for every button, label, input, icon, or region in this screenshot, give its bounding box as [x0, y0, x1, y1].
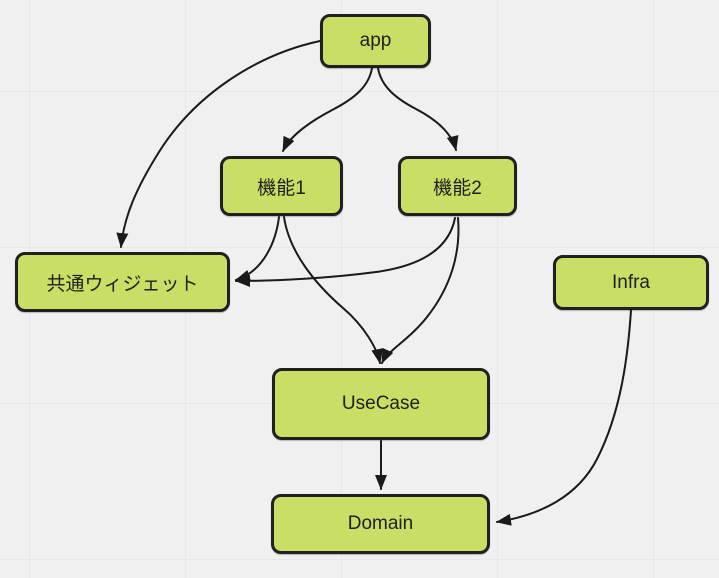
node-common-widget: 共通ウィジェット	[15, 252, 230, 312]
node-usecase-label: UseCase	[341, 393, 421, 414]
node-usecase: UseCase	[272, 368, 490, 440]
edge-app-to-common-widget	[116, 40, 321, 248]
node-feature1-label: 機能1	[257, 177, 306, 199]
node-app: app	[320, 14, 431, 68]
node-feature2-label: 機能2	[433, 177, 482, 199]
node-app-label: app	[359, 30, 392, 51]
node-feature1: 機能1	[220, 156, 343, 216]
node-domain: Domain	[271, 494, 490, 554]
node-infra: Infra	[553, 255, 709, 310]
edge-feature1-to-usecase	[283, 216, 384, 364]
edge-feature1-to-common-widget	[235, 216, 280, 282]
edge-app-to-feature2	[377, 67, 459, 151]
edge-app-to-feature1	[282, 67, 373, 152]
node-domain-label: Domain	[347, 513, 414, 534]
edge-infra-to-domain	[496, 309, 632, 526]
edge-feature2-to-usecase	[381, 217, 460, 364]
edge-feature2-to-common-widget	[235, 217, 456, 287]
node-feature2: 機能2	[398, 156, 517, 216]
node-common-widget-label: 共通ウィジェット	[46, 273, 199, 295]
node-infra-label: Infra	[611, 271, 651, 293]
